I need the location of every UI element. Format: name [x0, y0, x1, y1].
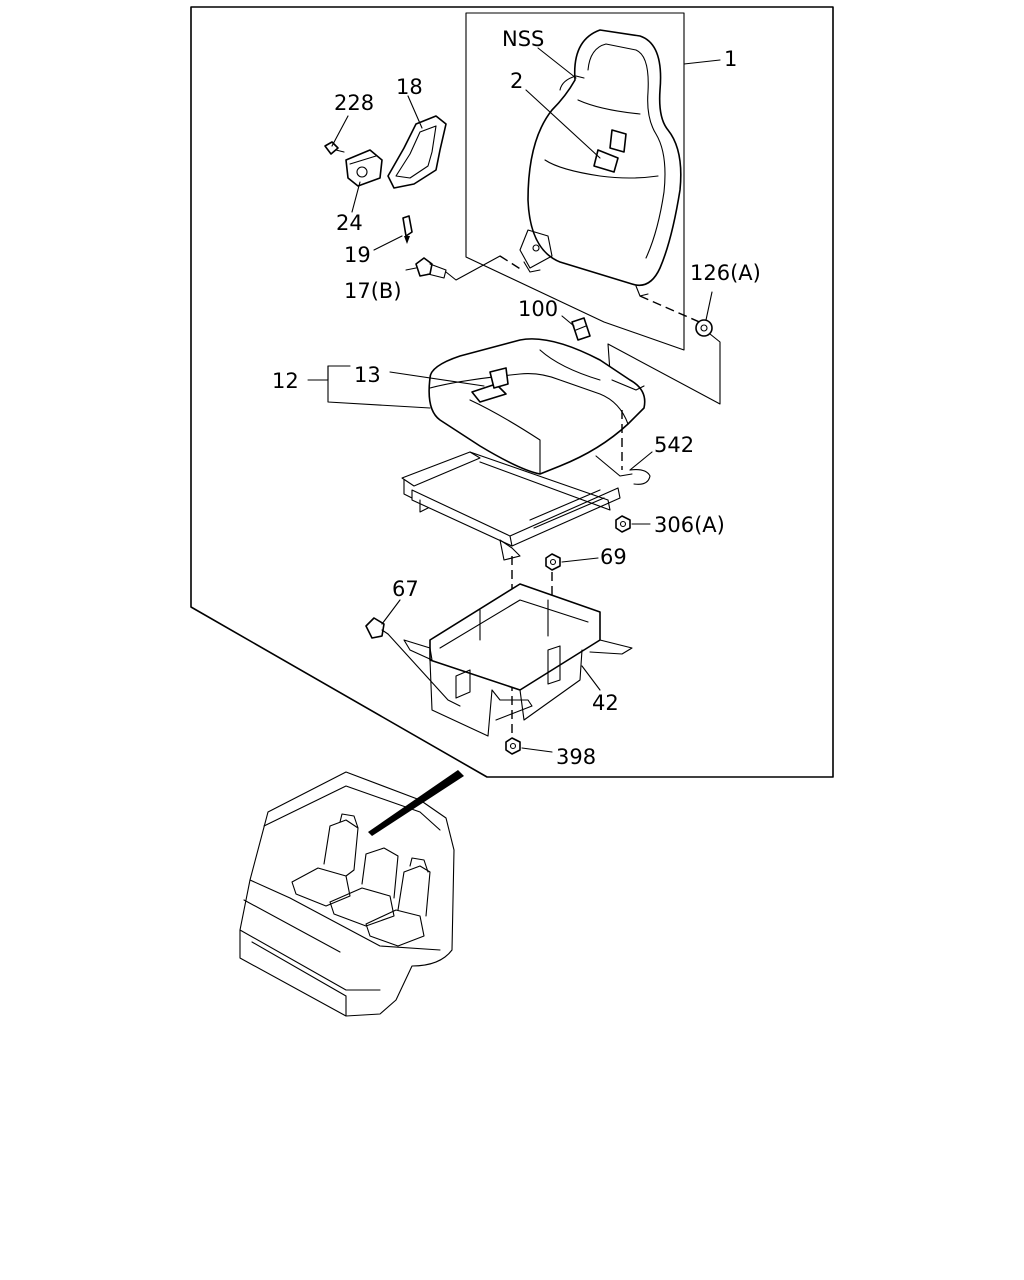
outer-frame: [190, 6, 834, 778]
nut-69: [545, 553, 561, 571]
label-part-69: 69: [600, 545, 627, 569]
label-part-42: 42: [592, 691, 619, 715]
clip-100: [571, 317, 591, 341]
label-part-228: 228: [334, 91, 374, 115]
label-part-67: 67: [392, 577, 419, 601]
seat-rail-assembly: [401, 451, 651, 561]
label-part-100: 100: [518, 297, 558, 321]
seat-back-frame: [465, 12, 685, 351]
label-part-13: 13: [354, 363, 381, 387]
label-part-126a: 126(A): [690, 261, 761, 285]
label-part-398: 398: [556, 745, 596, 769]
label-part-542: 542: [654, 433, 694, 457]
bolt-67: [365, 617, 389, 639]
label-part-24: 24: [336, 211, 363, 235]
seat-back: [519, 29, 682, 297]
label-part-2: 2: [510, 69, 523, 93]
seat-cushion: [428, 338, 646, 475]
washer-126a: [695, 319, 713, 337]
nut-306a: [615, 515, 631, 533]
label-nss: NSS: [502, 27, 544, 51]
label-part-17b: 17(B): [344, 279, 402, 303]
seat-base-frame: [403, 583, 633, 737]
label-part-19: 19: [344, 243, 371, 267]
leader-lines: [307, 47, 721, 753]
truck-cab-overview: [239, 771, 455, 1017]
label-part-12: 12: [272, 369, 299, 393]
knob-cover-parts: [324, 115, 447, 279]
location-pointer: [368, 770, 464, 836]
label-part-1: 1: [724, 47, 737, 71]
nut-398: [505, 737, 521, 755]
label-part-306a: 306(A): [654, 513, 725, 537]
label-part-18: 18: [396, 75, 423, 99]
